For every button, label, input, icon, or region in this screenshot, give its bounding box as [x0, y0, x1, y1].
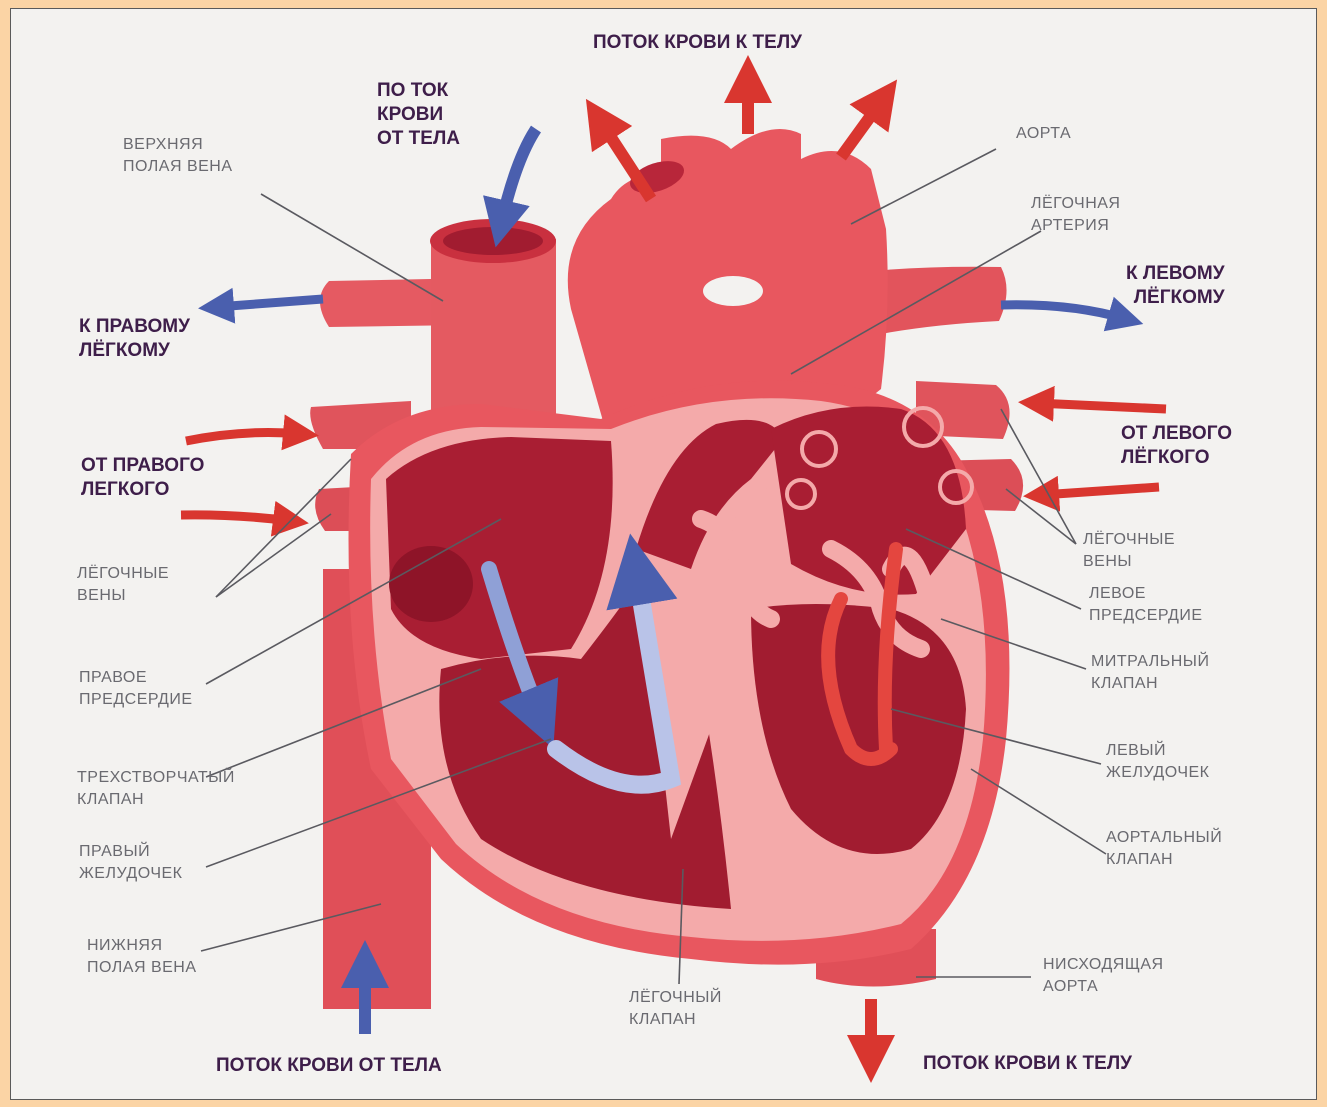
label-mitral-valve: МИТРАЛЬНЫЙ КЛАПАН: [1091, 651, 1209, 695]
label-to-right-lung: К ПРАВОМУ ЛЁГКОМУ: [79, 315, 190, 363]
heart-body: [349, 381, 1010, 965]
label-pulmonary-veins-left-side: ЛЁГОЧНЫЕ ВЕНЫ: [1083, 529, 1175, 573]
label-left-ventricle: ЛЕВЫЙ ЖЕЛУДОЧЕК: [1106, 740, 1209, 784]
label-inferior-vena-cava: НИЖНЯЯ ПОЛАЯ ВЕНА: [87, 935, 197, 979]
arrow-to-right-lung: [216, 299, 323, 307]
arrow-from-left-lung-upper: [1036, 403, 1166, 409]
label-right-ventricle: ПРАВЫЙ ЖЕЛУДОЧЕК: [79, 841, 182, 885]
label-aorta: АОРТА: [1016, 123, 1071, 145]
label-flow-from-body-bottom: ПОТОК КРОВИ ОТ ТЕЛА: [216, 1054, 442, 1078]
label-from-right-lung: ОТ ПРАВОГО ЛЕГКОГО: [81, 454, 204, 502]
arrow-from-body-top: [501, 129, 536, 224]
label-left-atrium: ЛЕВОЕ ПРЕДСЕРДИЕ: [1089, 583, 1203, 627]
arrow-from-left-lung-lower: [1041, 487, 1159, 495]
arrow-from-right-lung-upper: [186, 433, 301, 441]
label-flow-to-body-bottom: ПОТОК КРОВИ К ТЕЛУ: [923, 1052, 1132, 1076]
label-tricuspid-valve: ТРЕХСТВОРЧАТЫЙ КЛАПАН: [77, 767, 235, 811]
label-pulmonary-artery: ЛЁГОЧНАЯ АРТЕРИЯ: [1031, 193, 1120, 237]
label-flow-from-body-top: ПО ТОК КРОВИ ОТ ТЕЛА: [377, 79, 460, 151]
label-superior-vena-cava: ВЕРХНЯЯ ПОЛАЯ ВЕНА: [123, 134, 233, 178]
label-descending-aorta: НИСХОДЯЩАЯ АОРТА: [1043, 954, 1164, 998]
label-to-left-lung: К ЛЕВОМУ ЛЁГКОМУ: [1126, 262, 1225, 310]
label-pulmonary-valve: ЛЁГОЧНЫЙ КЛАПАН: [629, 987, 722, 1031]
arrow-from-right-lung-lower: [181, 515, 291, 521]
label-pulmonary-veins-right-side: ЛЁГОЧНЫЕ ВЕНЫ: [77, 563, 169, 607]
arrow-to-left-lung: [1001, 305, 1126, 319]
label-from-left-lung: ОТ ЛЕВОГО ЛЁГКОГО: [1121, 422, 1232, 470]
diagram-frame: ПОТОК КРОВИ К ТЕЛУ ПО ТОК КРОВИ ОТ ТЕЛА …: [10, 8, 1317, 1100]
label-flow-to-body-top: ПОТОК КРОВИ К ТЕЛУ: [593, 31, 802, 55]
arrow-to-body-right: [841, 99, 883, 157]
label-aortic-valve: АОРТАЛЬНЫЙ КЛАПАН: [1106, 827, 1222, 871]
label-right-atrium: ПРАВОЕ ПРЕДСЕРДИЕ: [79, 667, 193, 711]
